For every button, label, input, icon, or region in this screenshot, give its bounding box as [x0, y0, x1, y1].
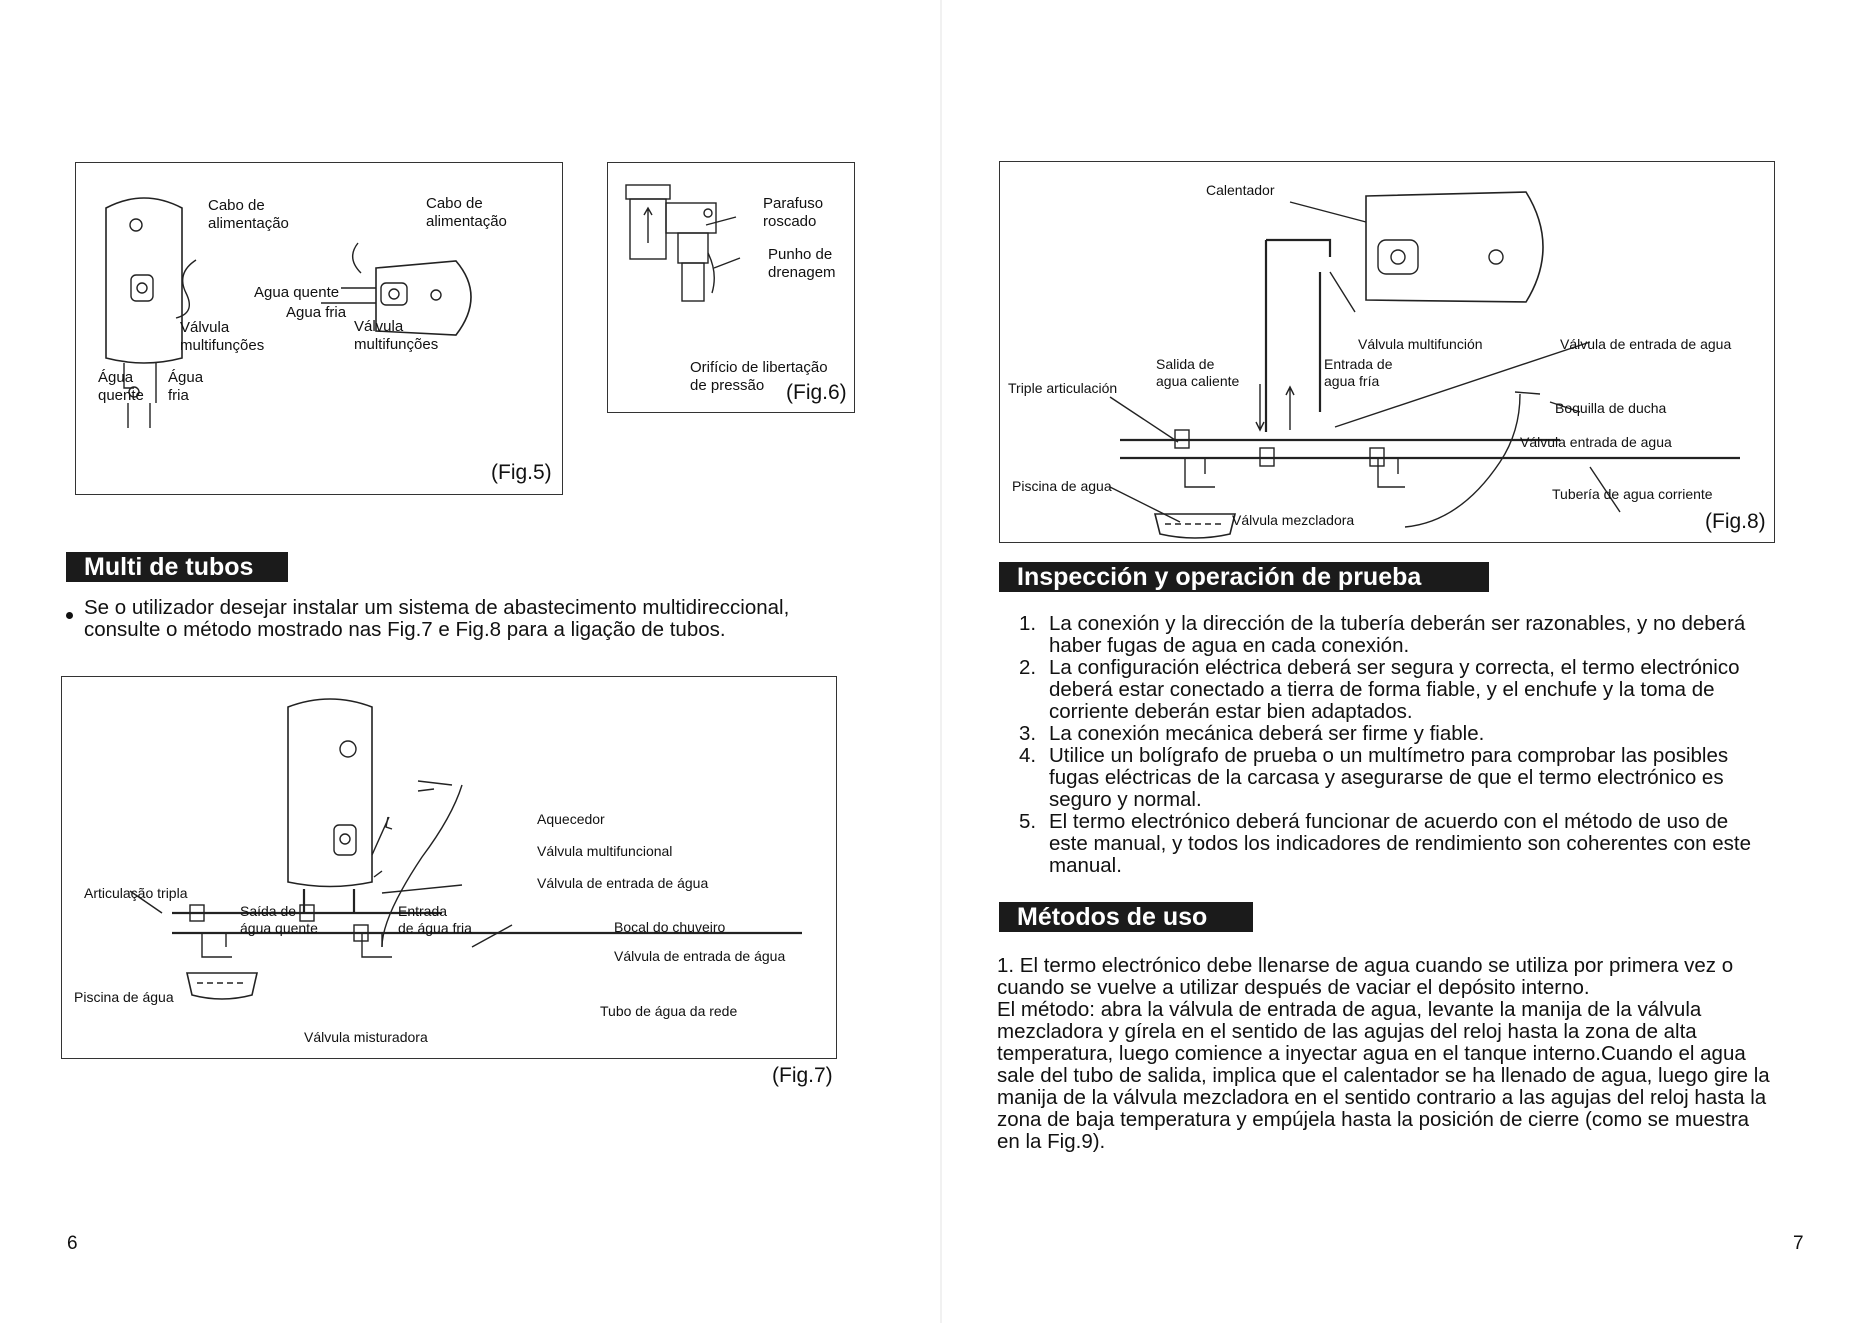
fig7-box: Aquecedor Válvula multifuncional Válvula… [61, 676, 837, 1059]
section-title-metodos: Métodos de uso [999, 902, 1253, 932]
fig7-label-bocal: Bocal do chuveiro [614, 919, 726, 935]
right-page: Calentador Válvula multifunción Válvula … [942, 0, 1870, 1323]
fig7-label-aquecedor: Aquecedor [537, 811, 605, 827]
fig8-caption: (Fig.8) [1705, 510, 1766, 533]
multi-tubos-text: Se o utilizador desejar instalar um sist… [84, 596, 790, 641]
usage-paragraph-2: El método: abra la válvula de entrada de… [997, 998, 1770, 1153]
step-number: 2. [1019, 656, 1037, 679]
fig7-label-piscina: Piscina de água [74, 989, 174, 1005]
fig5-box: Cabo de alimentação Cabo de alimentação … [75, 162, 563, 495]
step-number: 5. [1019, 810, 1037, 833]
fig7-label-misturadora: Válvula misturadora [304, 1029, 428, 1045]
fig5-label-agua-quente-v: Água quente [98, 369, 144, 404]
fig5-label-cabo-right: Cabo de alimentação [426, 195, 507, 230]
fig6-drawing [625, 184, 741, 302]
usage-text: 1. El termo electrónico debe llenarse de… [997, 955, 1777, 1153]
fig8-label-tuberia: Tubería de agua corriente [1552, 486, 1713, 502]
fig7-caption: (Fig.7) [772, 1064, 833, 1087]
page-spine [940, 0, 942, 1323]
usage-paragraph-1: 1. El termo electrónico debe llenarse de… [997, 954, 1734, 999]
fig7-label-entrada: Entrada de água fria [398, 903, 472, 936]
fig8-label-valvula-entrada: Válvula de entrada de agua [1560, 336, 1732, 352]
fig5-drawing [105, 197, 472, 428]
section-title-multi-tubos: Multi de tubos [66, 552, 288, 582]
fig6-label-punho: Punho de drenagem [768, 246, 836, 281]
step-text: Utilice un bolígrafo de prueba o un mult… [1049, 744, 1729, 811]
fig5-label-cabo-left: Cabo de alimentação [208, 197, 289, 232]
fig6-caption: (Fig.6) [786, 381, 847, 404]
fig7-label-tubo: Tubo de água da rede [600, 1003, 738, 1019]
inspection-steps-list: 1. La conexión y la dirección de la tuber… [999, 613, 1759, 877]
fig8-label-triple: Triple articulación [1008, 380, 1118, 396]
fig5-label-agua-fria-v: Água fria [168, 369, 204, 404]
fig5-label-agua-fria-h: Agua fria [286, 304, 347, 321]
fig6-label-parafuso: Parafuso roscado [763, 195, 824, 230]
step-number: 4. [1019, 744, 1037, 767]
fig8-label-piscina: Piscina de agua [1012, 478, 1112, 494]
fig7-label-valvula-entrada2: Válvula de entrada de água [614, 948, 786, 964]
inspection-step: 1. La conexión y la dirección de la tuber… [999, 613, 1759, 657]
fig8-label-valvula-multi: Válvula multifunción [1358, 336, 1483, 352]
fig8-label-entrada: Entrada de agua fría [1324, 356, 1393, 389]
fig8-label-valvula-entrada2: Válvula entrada de agua [1520, 434, 1672, 450]
step-number: 3. [1019, 722, 1037, 745]
step-text: La conexión mecánica deberá ser firme y … [1049, 722, 1485, 745]
section-title-inspeccion: Inspección y operación de prueba [999, 562, 1489, 592]
fig7-drawing [129, 698, 802, 1000]
fig7-label-saida: Saída de água quente [240, 903, 318, 936]
fig7-label-valvula-entrada: Válvula de entrada de água [537, 875, 709, 891]
fig5-caption: (Fig.5) [491, 461, 552, 484]
inspection-step: 2. La configuración eléctrica deberá ser … [999, 657, 1759, 723]
step-text: La conexión y la dirección de la tubería… [1049, 612, 1746, 657]
step-text: El termo electrónico deberá funcionar de… [1049, 810, 1751, 877]
step-number: 1. [1019, 612, 1037, 635]
fig6-box: Parafuso roscado Punho de drenagem Orifí… [607, 162, 855, 413]
fig8-box: Calentador Válvula multifunción Válvula … [999, 161, 1775, 543]
fig8-label-boquilla: Boquilla de ducha [1555, 400, 1667, 416]
fig8-label-mezcladora: Válvula mezcladora [1232, 512, 1355, 528]
page-number-left: 6 [67, 1233, 78, 1254]
fig5-label-valvula-left: Válvula multifunções [180, 319, 265, 354]
bullet-dot [66, 612, 73, 619]
fig8-label-calentador: Calentador [1206, 182, 1275, 198]
fig6-label-orificio: Orifício de libertação de pressão [690, 359, 828, 394]
fig8-drawing [1109, 191, 1740, 539]
fig5-label-agua-quente-h: Agua quente [254, 284, 340, 301]
fig8-label-salida: Salida de agua caliente [1156, 356, 1240, 389]
inspection-step: 5. El termo electrónico deberá funcionar … [999, 811, 1759, 877]
step-text: La configuración eléctrica deberá ser se… [1049, 656, 1740, 723]
fig7-label-articulacao: Articulação tripla [84, 885, 188, 901]
fig5-label-valvula-right: Válvula multifunções [354, 318, 439, 353]
page-number-right: 7 [1793, 1233, 1804, 1254]
fig7-label-valvula-multi: Válvula multifuncional [537, 843, 673, 859]
left-page: Cabo de alimentação Cabo de alimentação … [61, 162, 855, 1254]
inspection-step: 4. Utilice un bolígrafo de prueba o un mu… [999, 745, 1759, 811]
inspection-step: 3. La conexión mecánica deberá ser firme … [999, 723, 1759, 745]
